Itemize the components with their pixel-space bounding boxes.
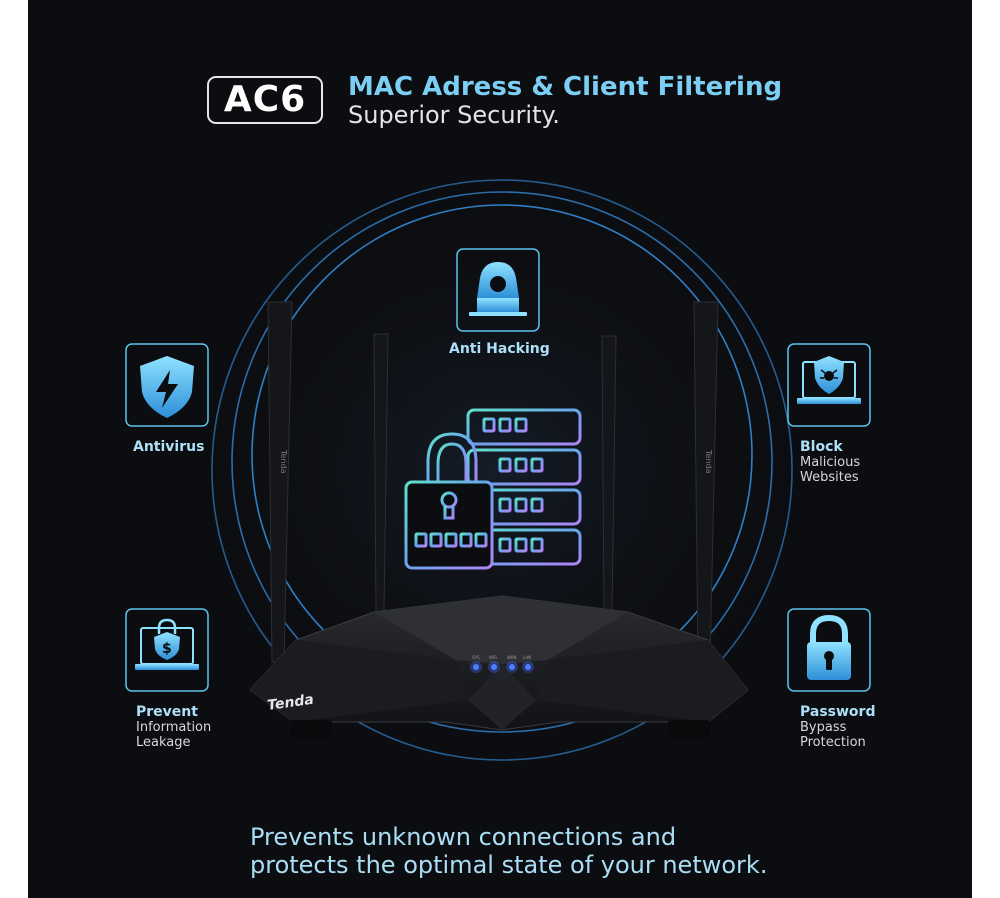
server-lock-icon	[404, 408, 582, 570]
feature-antivirus: Antivirus	[133, 440, 204, 455]
feature-password: Password Bypass Protection	[800, 704, 876, 751]
feature-title: Prevent	[136, 704, 198, 720]
laptop-bug-shield-icon	[787, 343, 871, 427]
padlock-icon	[787, 608, 871, 692]
router-brand-label: Tenda	[266, 692, 314, 714]
feature-title: Block	[800, 439, 843, 455]
feature-anti-hacking: Anti Hacking	[449, 342, 550, 357]
svg-text:Tenda: Tenda	[704, 449, 713, 474]
feature-title: Password	[800, 704, 876, 720]
feature-prevent: Prevent Information Leakage	[136, 704, 212, 751]
feature-title: Anti Hacking	[449, 341, 550, 357]
scene-artwork: Tenda Tenda Tenda SYS	[125, 170, 871, 770]
feature-title: Antivirus	[133, 439, 205, 455]
tagline-line-2: protects the optimal state of your netwo…	[250, 851, 768, 879]
feature-line: Leakage	[136, 735, 191, 750]
router-body: Tenda	[249, 595, 749, 738]
feature-line: Malicious	[800, 455, 861, 470]
svg-text:Tenda: Tenda	[279, 449, 288, 474]
router-leds: SYS WiFi WAN LAN	[470, 655, 534, 673]
subheadline: Superior Security.	[348, 101, 560, 129]
feature-line: Information	[136, 720, 212, 735]
model-badge: AC6	[207, 76, 323, 124]
led-label-lan: LAN	[523, 655, 531, 660]
feature-line: Protection	[800, 735, 866, 750]
product-banner: Tenda Tenda Tenda SYS	[28, 0, 972, 898]
led-label-wan: WAN	[507, 655, 516, 660]
feature-block: Block Malicious Websites	[800, 439, 861, 486]
headline: MAC Adress & Client Filtering	[348, 72, 783, 102]
laptop-dollar-lock-icon: $	[125, 608, 209, 692]
tagline: Prevents unknown connections and protect…	[250, 823, 767, 879]
feature-line: Websites	[800, 470, 859, 485]
svg-text:$: $	[162, 641, 172, 657]
shield-lightning-icon	[125, 343, 209, 427]
led-label-wifi: WiFi	[489, 655, 497, 660]
hacker-laptop-icon	[456, 248, 540, 332]
tagline-line-1: Prevents unknown connections and	[250, 823, 677, 851]
signal-arcs	[211, 179, 793, 761]
feature-line: Bypass	[800, 720, 847, 735]
led-label-sys: SYS	[472, 655, 480, 660]
